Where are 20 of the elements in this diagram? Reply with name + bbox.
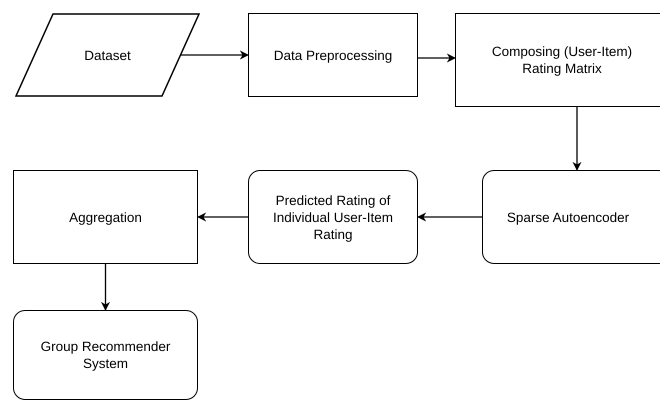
arrow (197, 212, 248, 222)
node-label: Sparse Autoencoder (506, 208, 630, 226)
process-box (13, 170, 198, 264)
node-label: Composing (User-Item) Rating Matrix (490, 43, 634, 77)
terminal-box (248, 170, 418, 264)
node-label: Dataset (83, 46, 132, 64)
process-box (455, 13, 660, 107)
arrow (100, 264, 110, 311)
data-parallelogram (15, 13, 200, 97)
process-box (248, 13, 418, 97)
arrow (180, 50, 249, 60)
node-label: Predicted Rating of Individual User-Item Rating (272, 192, 394, 242)
node-label: Data Preprocessing (272, 46, 394, 64)
node-label: Aggregation (68, 208, 143, 226)
terminal-box (13, 310, 198, 400)
arrow (572, 107, 582, 171)
arrow (418, 53, 456, 63)
node-label: Group Recommender System (40, 338, 172, 372)
terminal-box (482, 170, 660, 264)
arrow (417, 212, 482, 222)
